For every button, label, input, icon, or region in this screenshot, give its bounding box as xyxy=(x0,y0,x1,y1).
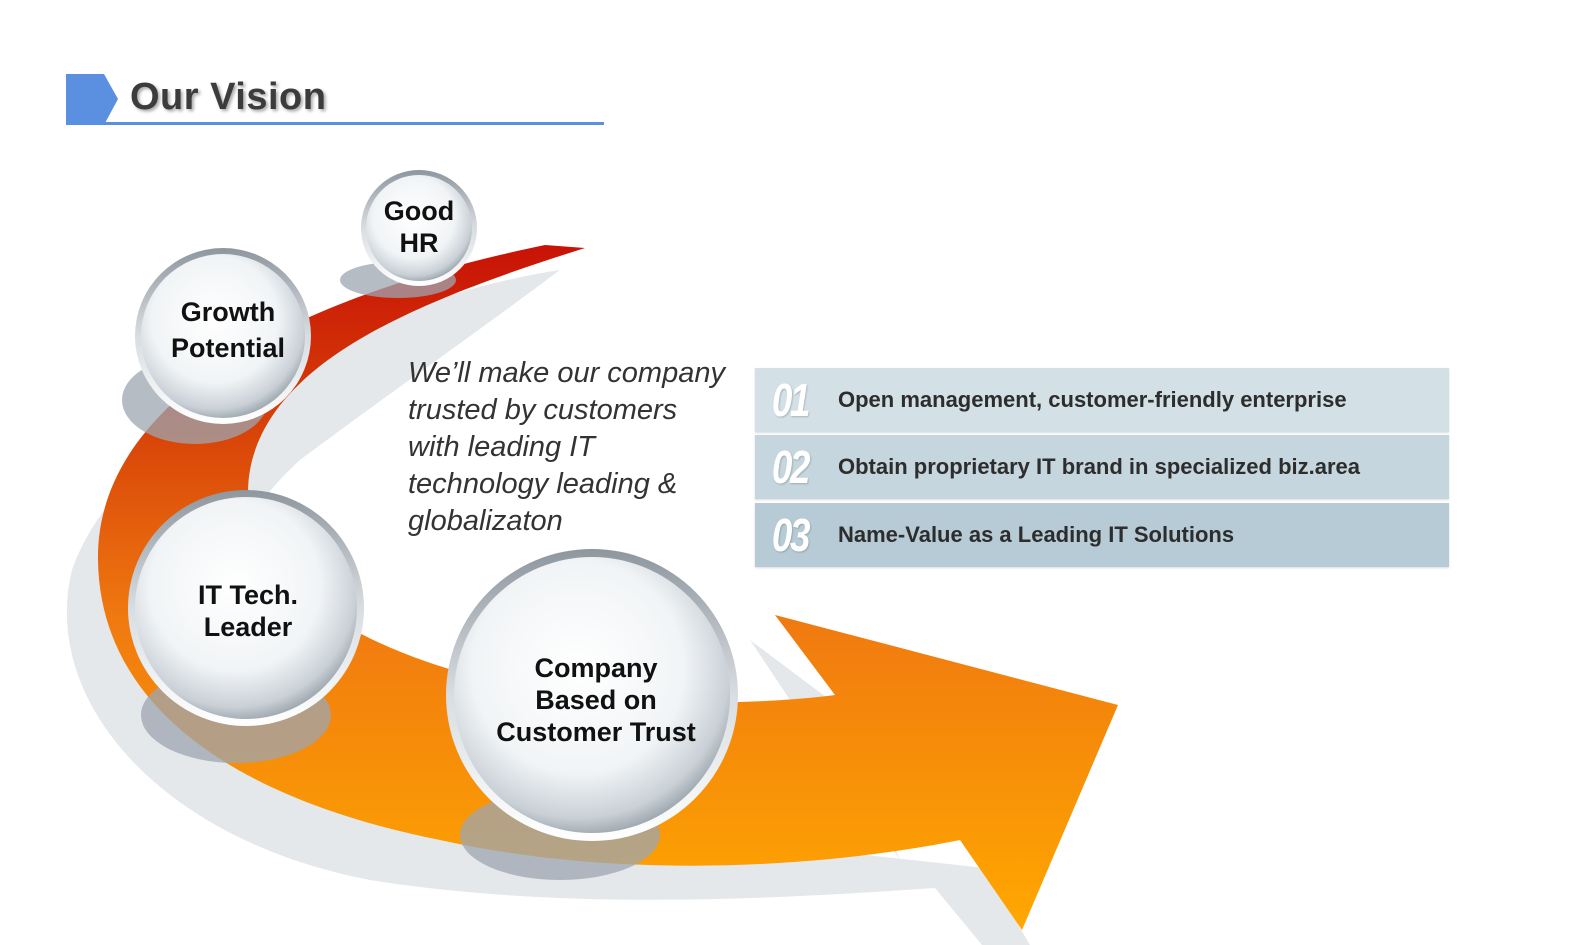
goal-row-02: 02 Obtain proprietary IT brand in specia… xyxy=(755,435,1449,499)
vision-statement: We’ll make our company trusted by custom… xyxy=(408,357,725,537)
node-growth-potential xyxy=(135,248,311,424)
goal-number: 02 xyxy=(771,441,811,493)
goal-row-03: 03 Name-Value as a Leading IT Solutions xyxy=(755,503,1449,567)
page-title: Our Vision xyxy=(130,76,327,118)
goal-number: 01 xyxy=(771,374,811,426)
arrow-shadow xyxy=(66,270,1030,945)
node-label-growth-potential: Growth Potential xyxy=(170,297,285,363)
node-label-customer-trust: Company Based on Customer Trust xyxy=(496,653,696,747)
goal-text: Open management, customer-friendly enter… xyxy=(838,387,1347,412)
node-label-good-hr: Good HR xyxy=(383,196,455,258)
title-underline xyxy=(66,122,604,125)
goal-text: Name-Value as a Leading IT Solutions xyxy=(838,522,1235,547)
goal-row-01: 01 Open management, customer-friendly en… xyxy=(755,368,1449,432)
node-customer-trust xyxy=(446,549,738,841)
goal-text: Obtain proprietary IT brand in specializ… xyxy=(838,454,1361,479)
node-good-hr xyxy=(361,170,477,286)
goal-number: 03 xyxy=(771,509,811,561)
growth-arrow xyxy=(97,245,1118,930)
title-flag-icon xyxy=(66,74,118,125)
node-it-tech-leader xyxy=(128,490,364,726)
node-label-it-tech-leader: IT Tech. Leader xyxy=(197,580,298,642)
